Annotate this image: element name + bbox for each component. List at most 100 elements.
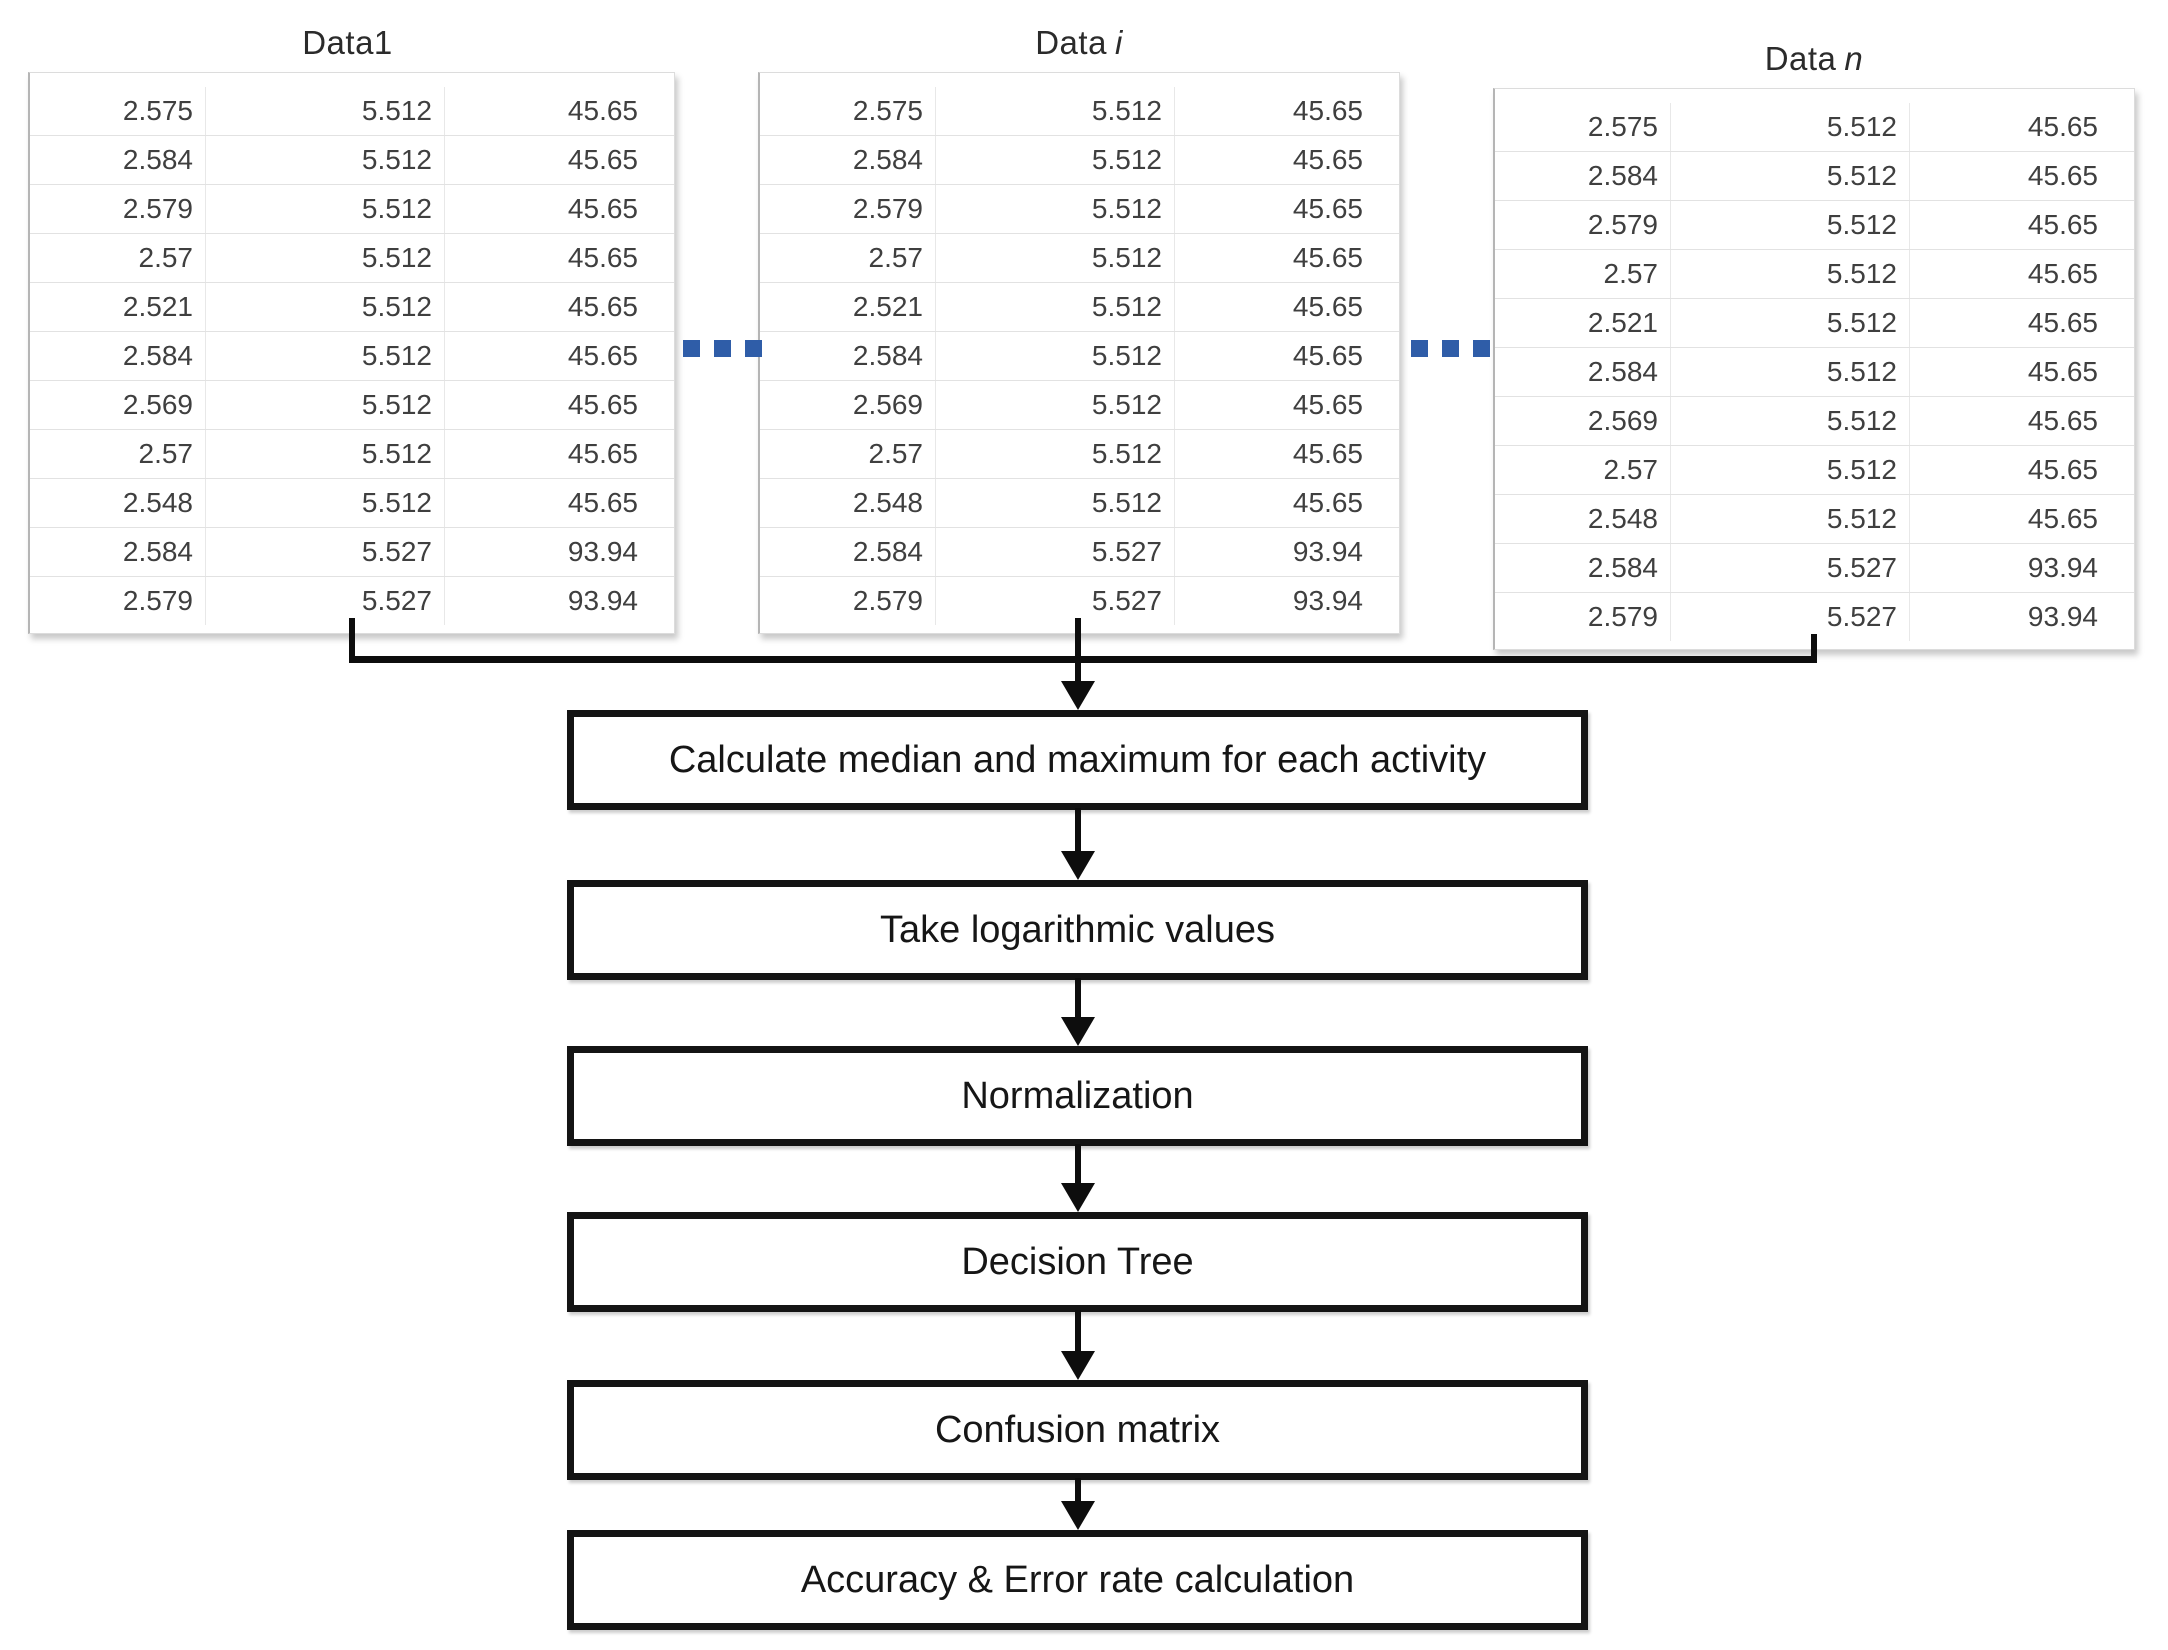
connector-line (1075, 808, 1081, 853)
table-cell: 45.65 (567, 291, 638, 322)
table-cell: 5.527 (206, 528, 445, 576)
table-cell: 45.65 (567, 389, 638, 420)
table-cell: 2.579 (1495, 593, 1671, 641)
table-cell: 2.579 (30, 185, 206, 233)
table-cell: 5.512 (1671, 348, 1910, 396)
table-cell: 5.527 (1671, 544, 1910, 592)
table-cell: 5.512 (206, 283, 445, 331)
connector-line (1075, 1144, 1081, 1185)
table-cell: 45.65 (567, 242, 638, 273)
table-cell: 2.575 (1495, 103, 1671, 151)
table-cell: 5.512 (206, 430, 445, 478)
table-cell: 45.65 (2027, 503, 2098, 534)
table-cell: 93.94 (567, 536, 638, 567)
table-cell: 2.57 (760, 234, 936, 282)
table-cell: 5.512 (936, 136, 1175, 184)
table-cell: 2.579 (1495, 201, 1671, 249)
arrow-down-icon (1061, 851, 1095, 880)
table-cell: 2.579 (760, 577, 936, 625)
table-cell: 45.65 (567, 193, 638, 224)
table-cell: 45.65 (2027, 160, 2098, 191)
table-cell: 5.512 (206, 332, 445, 380)
table-title-text: Data (1035, 24, 1107, 61)
step-label: Normalization (961, 1074, 1194, 1117)
table-cell: 2.569 (760, 381, 936, 429)
dot-icon (1473, 340, 1490, 357)
table-cell: 2.57 (1495, 250, 1671, 298)
table-cell: 45.65 (1292, 193, 1363, 224)
table-cell: 45.65 (2027, 307, 2098, 338)
table-cell: 2.521 (30, 283, 206, 331)
table-cell: 5.512 (936, 87, 1175, 135)
table-cell: 45.65 (1292, 144, 1363, 175)
table-title: Data i (758, 14, 1400, 72)
table-cell: 5.512 (1671, 103, 1910, 151)
table-cell: 5.527 (1671, 593, 1910, 641)
table-cell: 93.94 (567, 585, 638, 616)
table-cell: 5.512 (1671, 201, 1910, 249)
table-cell: 2.575 (760, 87, 936, 135)
table-cell: 5.512 (936, 185, 1175, 233)
table-cell: 2.57 (30, 234, 206, 282)
connector-line (1075, 978, 1081, 1019)
step-label: Decision Tree (961, 1240, 1194, 1283)
table-title-index: i (1114, 24, 1123, 61)
table-cell: 2.584 (760, 332, 936, 380)
table-cell: 5.512 (936, 332, 1175, 380)
table-title-index: n (1844, 40, 1864, 77)
table-cell: 45.65 (567, 438, 638, 469)
connector-line (1075, 1310, 1081, 1353)
table-cell: 2.584 (30, 332, 206, 380)
table-cell: 5.512 (206, 381, 445, 429)
ellipsis-dots (1411, 340, 1490, 357)
table-cell: 5.512 (936, 430, 1175, 478)
step-label: Calculate median and maximum for each ac… (668, 738, 1487, 781)
step-label: Confusion matrix (934, 1408, 1221, 1451)
table-cell: 45.65 (567, 144, 638, 175)
table-cell: 45.65 (1292, 340, 1363, 371)
table-cell: 93.94 (2027, 552, 2098, 583)
table-cell: 5.512 (206, 87, 445, 135)
connector-line (349, 656, 1817, 663)
connector-line (349, 618, 355, 662)
table-cell: 2.584 (1495, 544, 1671, 592)
table-cell: 93.94 (2027, 601, 2098, 632)
dot-icon (714, 340, 731, 357)
table-cell: 2.584 (760, 528, 936, 576)
table-cell: 2.575 (30, 87, 206, 135)
table-cell: 5.512 (206, 185, 445, 233)
step-decision-tree: Decision Tree (567, 1212, 1588, 1312)
table-cell: 45.65 (2027, 356, 2098, 387)
table-cell: 2.584 (30, 528, 206, 576)
table-cell: 2.584 (1495, 152, 1671, 200)
table-cell: 2.569 (1495, 397, 1671, 445)
table-cell: 5.512 (1671, 397, 1910, 445)
table-cell: 45.65 (2027, 454, 2098, 485)
table-cell: 2.584 (760, 136, 936, 184)
table-title-text: Data (1764, 40, 1837, 77)
dot-icon (1442, 340, 1459, 357)
table-cell: 2.548 (1495, 495, 1671, 543)
arrow-down-icon (1061, 1183, 1095, 1212)
table-cell: 45.65 (567, 95, 638, 126)
